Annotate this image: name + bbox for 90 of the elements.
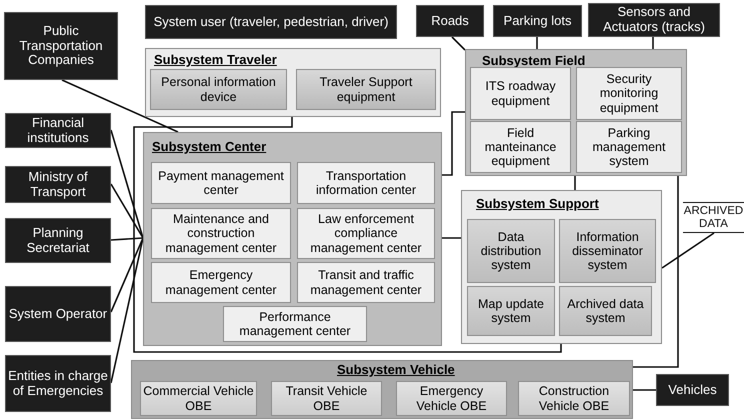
box-label: Commercial Vehicle OBE (143, 384, 254, 413)
subsystem-panel (131, 360, 633, 419)
box-label: Data distribution system (480, 230, 542, 272)
panel-title: Subsystem Support (476, 196, 599, 211)
component-box (223, 306, 367, 342)
box-label: Security monitoring equipment (598, 72, 660, 115)
component-box (297, 208, 435, 259)
connector-line (62, 79, 178, 133)
box-label: Financial institutions (26, 116, 90, 146)
actor-box (5, 355, 111, 412)
connector-line (652, 37, 654, 49)
connector-line (442, 237, 461, 239)
actor-box (4, 12, 118, 80)
actor-box (5, 286, 111, 342)
box-label: System Operator (8, 306, 108, 322)
connector-line (451, 36, 466, 51)
panel-title: Subsystem Center (152, 139, 266, 154)
box-label: Parking management system (592, 126, 666, 168)
connector-line (662, 232, 714, 269)
actor-box (5, 218, 111, 263)
actor-box (416, 5, 484, 37)
box-label: Emergency Vehicle OBE (415, 384, 488, 413)
box-label: Payment management center (157, 168, 285, 198)
connector-line (110, 238, 144, 312)
component-box (151, 208, 291, 259)
component-box (396, 381, 507, 416)
box-label: Roads (431, 14, 469, 28)
component-box (150, 69, 287, 110)
box-label: Construction Vehicle OBE (538, 384, 610, 413)
component-box (559, 286, 652, 336)
connector-line (442, 111, 465, 176)
component-box (296, 69, 436, 110)
box-label: Ministry of Transport (27, 170, 89, 200)
box-label: Sensors and Actuators (tracks) (602, 5, 706, 35)
connector-line (110, 237, 144, 241)
subsystem-panel (143, 132, 442, 346)
connector-line (536, 37, 538, 49)
box-label: Public Transportation Companies (18, 24, 104, 68)
box-label: Transportation information center (314, 168, 418, 198)
connector-line (133, 117, 562, 353)
component-box (297, 262, 435, 303)
box-label: Transit and traffic management center (309, 268, 423, 297)
panel-title: Subsystem Vehicle (337, 362, 455, 377)
component-box (470, 67, 571, 120)
connector-line (574, 176, 576, 190)
box-label: Maintenance and construction management center (164, 212, 278, 255)
subsystem-panel (461, 190, 662, 344)
box-label: System user (traveler, pedestrian, driver) (154, 14, 388, 30)
connector-line (633, 389, 656, 391)
component-box (271, 381, 382, 416)
component-box (518, 381, 630, 416)
connector-line (633, 176, 679, 368)
box-label: Emergency management center (164, 268, 278, 297)
box-label: Law enforcement compliance management center (309, 212, 423, 255)
panel-title: Subsystem Traveler (154, 52, 277, 67)
actor-box (5, 113, 111, 148)
box-label: Entities in charge of Emergencies (8, 368, 108, 398)
box-label: Performance management center (238, 310, 352, 338)
box-label: Archived data system (566, 296, 645, 326)
actor-box (493, 5, 582, 37)
box-label: ARCHIVED DATA (684, 204, 744, 230)
box-label: Parking lots (504, 14, 572, 28)
actor-box (656, 374, 729, 406)
box-label: Planning Secretariat (26, 226, 90, 256)
component-box (297, 162, 435, 204)
connector-line (110, 238, 144, 384)
box-label: ITS roadway equipment (484, 79, 557, 108)
subsystem-panel (465, 49, 687, 176)
component-box (576, 67, 682, 120)
box-label: Map update system (476, 296, 546, 326)
panel-title: Subsystem Field (482, 53, 586, 68)
component-box (151, 262, 291, 303)
component-box (559, 219, 656, 283)
box-label: Information disseminator system (571, 230, 644, 272)
actor-box (588, 3, 720, 37)
box-label: Traveler Support equipment (318, 75, 414, 104)
box-label: Personal information device (160, 75, 277, 104)
component-box (470, 121, 571, 173)
actor-box (5, 166, 111, 203)
box-label: Vehicles (668, 382, 717, 398)
connector-line (110, 130, 144, 238)
subsystem-panel (145, 48, 441, 117)
actor-box (145, 5, 397, 39)
component-box (467, 219, 555, 283)
box-label: Transit Vehicle OBE (284, 384, 368, 413)
connector-line (110, 184, 144, 238)
component-box (151, 162, 291, 204)
box-label: Field manteinance equipment (484, 126, 558, 168)
component-box (576, 121, 682, 173)
component-box (467, 286, 555, 336)
